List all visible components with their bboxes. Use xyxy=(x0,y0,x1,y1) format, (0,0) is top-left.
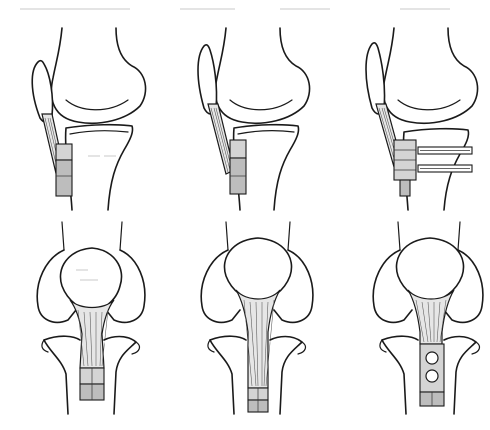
anterior-panel-1 xyxy=(37,222,145,414)
lateral-panel-2 xyxy=(198,28,310,210)
femur xyxy=(215,28,309,123)
tibial-bone-block xyxy=(56,144,72,160)
femur xyxy=(51,28,145,123)
lateral-panel-3 xyxy=(366,28,478,210)
fixation-screw-hole-lower xyxy=(426,370,438,382)
tibia xyxy=(66,125,133,210)
tibial-bone-block xyxy=(230,140,246,158)
lateral-panel-1 xyxy=(32,28,145,210)
anterior-panel-2 xyxy=(201,222,313,414)
anterior-panel-3 xyxy=(373,222,483,414)
tibial-bone-block-lower xyxy=(56,160,72,196)
femur xyxy=(383,28,477,123)
tibial-bone-block-lower xyxy=(400,180,410,196)
tibial-bone-block xyxy=(420,344,444,392)
patella xyxy=(366,43,385,114)
patella xyxy=(32,61,52,123)
fixation-screw-hole-upper xyxy=(426,352,438,364)
